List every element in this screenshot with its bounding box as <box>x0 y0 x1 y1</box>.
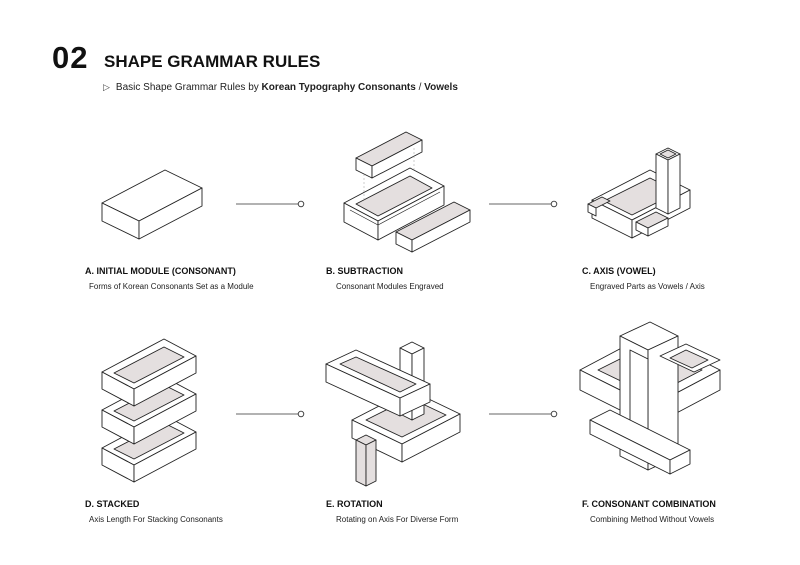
panel-b-desc: Consonant Modules Engraved <box>336 282 444 291</box>
panel-c-desc: Engraved Parts as Vowels / Axis <box>590 282 705 291</box>
panel-f-label: F. CONSONANT COMBINATION <box>582 499 716 509</box>
triangle-bullet-icon: ▷ <box>103 82 110 92</box>
figure-consonant-combination <box>579 321 721 475</box>
panel-e-desc: Rotating on Axis For Diverse Form <box>336 515 459 524</box>
section-number: 02 <box>52 40 89 75</box>
subtitle-separator: / <box>415 82 425 93</box>
panel-d-desc: Axis Length For Stacking Consonants <box>89 515 223 524</box>
figure-subtraction <box>343 131 471 253</box>
connector-a-b <box>236 200 305 208</box>
figure-rotation <box>325 341 461 487</box>
subtitle-bold-vowels: Vowels <box>424 82 458 93</box>
panel-a-label: A. INITIAL MODULE (CONSONANT) <box>85 266 236 276</box>
panel-e-label: E. ROTATION <box>326 499 383 509</box>
figure-stacked <box>101 338 197 483</box>
panel-b-label: B. SUBTRACTION <box>326 266 403 276</box>
panel-f-desc: Combining Method Without Vowels <box>590 515 715 524</box>
page-subtitle: ▷ Basic Shape Grammar Rules by Korean Typ… <box>103 82 458 93</box>
connector-b-c <box>489 200 558 208</box>
figure-axis <box>587 147 691 239</box>
panel-d-label: D. STACKED <box>85 499 140 509</box>
page-title: SHAPE GRAMMAR RULES <box>104 52 321 71</box>
subtitle-bold-consonants: Korean Typography Consonants <box>261 82 416 93</box>
connector-e-f <box>489 410 558 418</box>
figure-initial-module <box>101 169 203 240</box>
panel-a-desc: Forms of Korean Consonants Set as a Modu… <box>89 282 254 291</box>
panel-c-label: C. AXIS (VOWEL) <box>582 266 656 276</box>
connector-d-e <box>236 410 305 418</box>
subtitle-prefix: Basic Shape Grammar Rules by <box>115 82 262 93</box>
